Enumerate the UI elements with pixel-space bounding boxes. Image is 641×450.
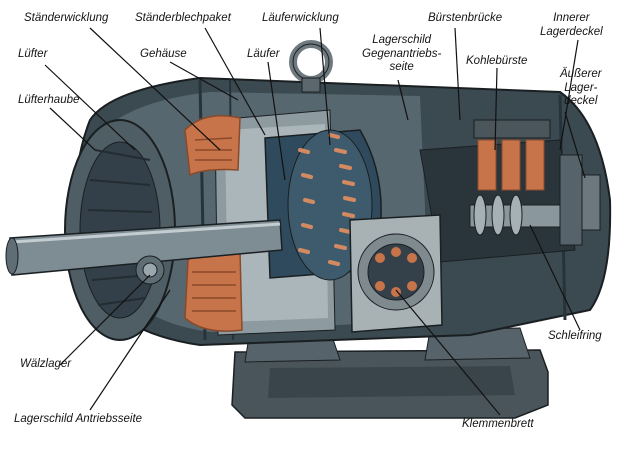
leader-lines [44,27,586,416]
bearing-covers [559,154,601,246]
roller-bearing [135,255,165,285]
terminal-box [349,214,443,333]
label-luefter: Lüfter [18,48,48,60]
slip-ring-section [419,139,581,263]
label-klemmenbrett: Klemmenbrett [462,418,534,430]
label-gehaeuse: Gehäuse [140,48,187,60]
label-waelzlager: Wälzlager [20,358,72,370]
label-schleifring: Schleifring [548,330,602,342]
label-laeuferwicklung: Läuferwicklung [262,12,339,24]
label-buerstenbruecke: Bürstenbrücke [428,12,503,24]
terminal-connectors [375,247,417,297]
lifting-eye [289,40,333,93]
shaft [5,219,283,276]
label-innerer-lagerdeckel: Innerer Lagerdeckel [540,12,603,38]
carbon-brushes [473,119,551,191]
label-aeusserer-lagerdeckel: Äußerer Lager- deckel [560,68,602,108]
label-staenderwicklung: Ständerwicklung [24,12,109,24]
rotor-winding [298,133,356,266]
label-lagerschild-antriebsseite: Lagerschild Antriebsseite [14,413,143,425]
label-laeufer: Läufer [247,48,280,60]
label-lagerschild-gegenantriebsseite: Lagerschild Gegenantriebs- seite [362,34,442,74]
label-luefterhaube: Lüfterhaube [18,94,80,106]
label-staenderblechpaket: Ständerblechpaket [135,12,231,24]
label-kohlebuerste: Kohlebürste [466,55,528,67]
